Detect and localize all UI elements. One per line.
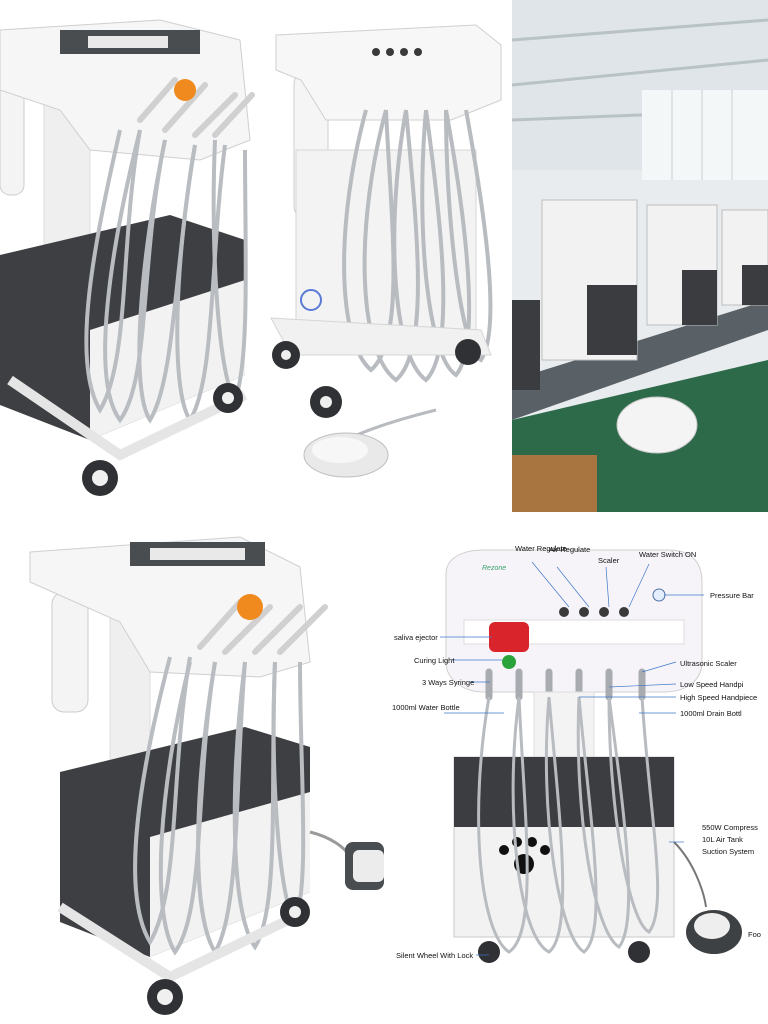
cart-annotated-diagram: Rezone [384, 512, 768, 1024]
cart-side-with-pedal-photo [256, 0, 512, 512]
brand-label: Rezone [482, 565, 506, 572]
three-way-syringe-label: 3 Ways Syringe [422, 678, 474, 687]
suction-system-label: Suction System [702, 847, 754, 856]
curing-light-label: Curing Light [414, 656, 455, 665]
water-bottle-label: 1000ml Water Bottle [392, 703, 460, 712]
air-tank-label: 10L Air Tank [702, 835, 743, 844]
cart-front-angle-photo [0, 0, 256, 512]
pressure-bar-label: Pressure Bar [710, 591, 754, 600]
water-regulate-label: Water Regulate [515, 544, 567, 553]
scaler-label: Scaler [598, 556, 620, 565]
air-regulate-label: Air Regulate [549, 545, 590, 554]
foot-pedal-label: Foo [748, 930, 761, 939]
ultrasonic-scaler-label: Ultrasonic Scaler [680, 659, 737, 668]
silent-wheel-label: Silent Wheel With Lock [396, 951, 473, 960]
high-speed-handpiece-label: High Speed Handpiece [680, 693, 757, 702]
low-speed-handpiece-label: Low Speed Handpi [680, 680, 744, 689]
drain-bottle-label: 1000ml Drain Bottl [680, 709, 742, 718]
compressor-label: 550W Compress [702, 823, 758, 832]
water-switch-label: Water Switch ON [639, 550, 696, 559]
saliva-ejector-label: saliva ejector [394, 633, 438, 642]
factory-production-line-photo [512, 0, 768, 512]
cart-front-angle-pedal-photo [0, 512, 384, 1024]
